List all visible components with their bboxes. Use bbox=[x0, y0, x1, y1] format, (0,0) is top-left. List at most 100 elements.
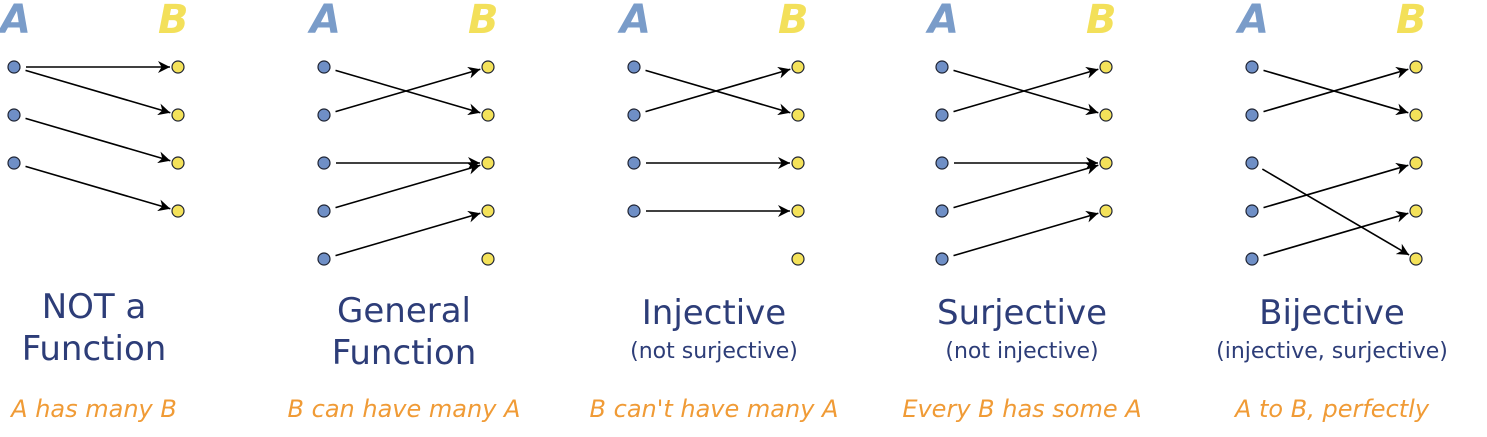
set-a-element-dot bbox=[1245, 204, 1259, 218]
set-a-element-dot bbox=[1245, 60, 1259, 74]
mapping-arrow bbox=[953, 66, 1099, 113]
set-b-label: B bbox=[778, 0, 809, 43]
title-line: Bijective bbox=[1259, 293, 1405, 333]
title-line: Function bbox=[331, 333, 477, 373]
set-b-element-dot bbox=[1409, 60, 1423, 74]
mapping-arrow bbox=[25, 69, 171, 116]
panel-caption: B can't have many A bbox=[589, 395, 839, 423]
set-a-element-dot bbox=[627, 156, 641, 170]
set-b-element-dot bbox=[481, 156, 495, 170]
panel-injective: A B Injective (not surjective) B can't h… bbox=[564, 0, 864, 437]
mapping-svg bbox=[7, 60, 185, 218]
panel-subtitle: (not injective) bbox=[945, 339, 1099, 364]
set-b-element-dot bbox=[171, 204, 185, 218]
panel-surjective: A B Surjective (not injective) Every B h… bbox=[872, 0, 1172, 437]
set-b-element-dot bbox=[1099, 204, 1113, 218]
mapping-svg bbox=[935, 60, 1113, 266]
mapping-arrow bbox=[1263, 66, 1409, 113]
set-b-element-dot bbox=[1099, 60, 1113, 74]
set-a-element-dot bbox=[7, 156, 21, 170]
set-a-element-dot bbox=[7, 60, 21, 74]
set-b-label: B bbox=[1396, 0, 1427, 43]
set-b-element-dot bbox=[791, 60, 805, 74]
set-a-label: A bbox=[310, 0, 341, 43]
mapping-arrow bbox=[953, 69, 1099, 116]
mapping-svg bbox=[317, 60, 495, 266]
set-a-element-dot bbox=[935, 252, 949, 266]
panel-caption: A has many B bbox=[11, 395, 177, 423]
panel-title: Injective bbox=[564, 292, 864, 334]
set-a-element-dot bbox=[935, 156, 949, 170]
set-b-element-dot bbox=[1099, 108, 1113, 122]
mapping-arrow bbox=[1263, 210, 1409, 257]
set-a-element-dot bbox=[317, 204, 331, 218]
set-a-element-dot bbox=[1245, 156, 1259, 170]
set-b-element-dot bbox=[171, 156, 185, 170]
mapping-arrow bbox=[1261, 168, 1410, 256]
panel-subtitle: (not surjective) bbox=[630, 339, 798, 364]
set-a-element-dot bbox=[627, 108, 641, 122]
mapping-arrow bbox=[335, 162, 481, 209]
set-b-label: B bbox=[468, 0, 499, 43]
mapping-arrow bbox=[335, 66, 481, 113]
set-b-element-dot bbox=[1409, 156, 1423, 170]
set-b-element-dot bbox=[481, 204, 495, 218]
set-a-label: A bbox=[0, 0, 31, 43]
mapping-svg bbox=[627, 60, 805, 266]
set-a-element-dot bbox=[1245, 108, 1259, 122]
panel-title: NOT a Function bbox=[0, 286, 244, 370]
set-a-label: A bbox=[928, 0, 959, 43]
set-b-element-dot bbox=[171, 60, 185, 74]
panel-title: Bijective bbox=[1182, 292, 1482, 334]
mapping-arrow bbox=[25, 117, 171, 164]
title-line: Surjective bbox=[937, 293, 1107, 333]
mapping-arrow bbox=[645, 69, 791, 116]
set-a-element-dot bbox=[317, 252, 331, 266]
panel-bijective: A B Bijective (injective, surjective) A … bbox=[1182, 0, 1482, 437]
set-a-element-dot bbox=[627, 204, 641, 218]
set-b-element-dot bbox=[1409, 108, 1423, 122]
mapping-arrow bbox=[645, 66, 791, 113]
set-b-element-dot bbox=[481, 60, 495, 74]
panel-caption: B can have many A bbox=[287, 395, 521, 423]
set-b-element-dot bbox=[791, 204, 805, 218]
set-a-label: A bbox=[1238, 0, 1269, 43]
set-b-element-dot bbox=[1409, 204, 1423, 218]
mapping-arrow bbox=[1263, 162, 1409, 209]
set-b-label: B bbox=[1086, 0, 1117, 43]
title-line: Function bbox=[21, 329, 167, 369]
set-a-element-dot bbox=[627, 60, 641, 74]
panel-not-a-function: A B NOT a Function A has many B bbox=[0, 0, 244, 437]
mapping-arrow bbox=[335, 210, 481, 257]
set-a-element-dot bbox=[7, 108, 21, 122]
set-a-element-dot bbox=[1245, 252, 1259, 266]
title-line: NOT a bbox=[41, 287, 147, 327]
panel-subtitle: (injective, surjective) bbox=[1216, 339, 1448, 364]
set-b-element-dot bbox=[1409, 252, 1423, 266]
set-a-element-dot bbox=[935, 60, 949, 74]
set-a-element-dot bbox=[935, 108, 949, 122]
set-a-element-dot bbox=[935, 204, 949, 218]
set-b-element-dot bbox=[171, 108, 185, 122]
set-b-element-dot bbox=[791, 252, 805, 266]
set-b-element-dot bbox=[481, 108, 495, 122]
set-b-element-dot bbox=[481, 252, 495, 266]
set-b-label: B bbox=[158, 0, 189, 43]
mapping-arrow bbox=[335, 69, 481, 116]
set-a-label: A bbox=[620, 0, 651, 43]
set-b-element-dot bbox=[791, 108, 805, 122]
mapping-arrow bbox=[953, 162, 1099, 209]
set-b-element-dot bbox=[1099, 156, 1113, 170]
set-a-element-dot bbox=[317, 108, 331, 122]
panel-title: Surjective bbox=[872, 292, 1172, 334]
title-line: General bbox=[337, 291, 471, 331]
mapping-svg bbox=[1245, 60, 1423, 266]
panel-general-function: A B General Function B can have many A bbox=[254, 0, 554, 437]
set-b-element-dot bbox=[791, 156, 805, 170]
set-a-element-dot bbox=[317, 60, 331, 74]
mapping-arrow bbox=[953, 210, 1099, 257]
mapping-arrow bbox=[25, 165, 171, 212]
panel-title: General Function bbox=[254, 290, 554, 374]
panel-caption: A to B, perfectly bbox=[1234, 395, 1430, 423]
